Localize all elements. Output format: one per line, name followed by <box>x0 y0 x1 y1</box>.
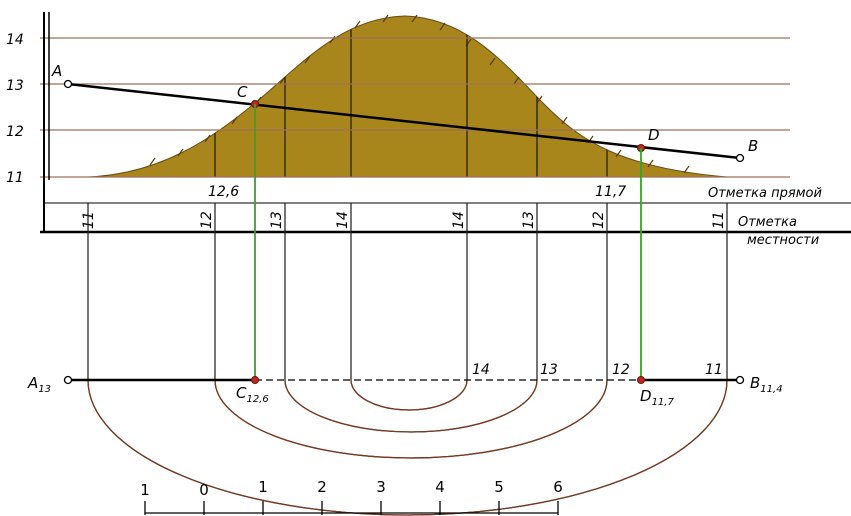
level-label-13: 13 <box>6 78 24 94</box>
scale-label: 1 <box>140 481 150 499</box>
point-c-label: C <box>237 83 248 101</box>
contour-11-arc <box>87 379 728 516</box>
point-b-marker <box>735 153 745 163</box>
terrain-tick: 14 <box>451 211 467 229</box>
plan-contour-label-12: 12 <box>612 362 630 378</box>
plan-label-a: A13 <box>27 374 51 395</box>
terrain-hatching <box>149 14 690 174</box>
point-b-label: B <box>748 137 758 155</box>
terrain-tick: 14 <box>335 211 351 229</box>
point-a-marker <box>63 79 73 89</box>
contour-13-arc <box>284 379 538 433</box>
contour-12-arc <box>214 379 608 459</box>
level-label-12: 12 <box>6 124 24 140</box>
plan-contour-label-14: 14 <box>472 362 490 378</box>
plan-view: A13 B11,4 C12,6 D11,7 14 13 12 11 <box>27 104 783 516</box>
terrain-tick: 13 <box>269 211 285 229</box>
level-label-14: 14 <box>6 32 24 48</box>
profile-mark-c: 12,6 <box>208 184 239 200</box>
contour-14 <box>350 203 468 411</box>
point-d-label: D <box>648 126 660 144</box>
row-caption-terrain-mark: Отметка <box>738 215 797 230</box>
plan-contour-label-11: 11 <box>705 362 723 378</box>
line-ab-profile <box>67 82 741 160</box>
terrain-tick: 11 <box>711 211 727 229</box>
plan-label-d: D11,7 <box>640 387 674 408</box>
contour-11 <box>87 203 728 516</box>
scale-label: 3 <box>376 478 386 496</box>
point-a-label: A <box>51 62 62 80</box>
scale-label: 0 <box>199 481 209 499</box>
level-label-11: 11 <box>6 170 24 186</box>
linear-scale: 1 0 1 2 3 4 5 6 <box>140 478 563 515</box>
scale-label: 2 <box>317 478 327 496</box>
row-caption-terrain-mark-2: местности <box>747 233 819 248</box>
plan-point-d-marker <box>637 376 645 384</box>
row-caption-line-mark: Отметка прямой <box>708 186 822 201</box>
contour-12 <box>214 203 608 459</box>
plan-label-c: C12,6 <box>236 384 269 405</box>
profile-mark-d: 11,7 <box>595 184 626 200</box>
terrain-tick: 13 <box>521 211 537 229</box>
marks-table: 12,6 11,7 Отметка прямой Отметка местнос… <box>40 184 851 248</box>
level-lines <box>40 37 790 178</box>
terrain-tick: 11 <box>81 211 97 229</box>
scale-label: 4 <box>435 478 445 496</box>
scale-label: 1 <box>258 478 268 496</box>
contour-13 <box>284 203 538 433</box>
plan-point-c-marker <box>251 376 259 384</box>
terrain-tick: 12 <box>591 211 607 229</box>
contour-14-arc <box>350 379 468 411</box>
profile-section: 14 13 12 11 A B C D <box>6 12 790 232</box>
plan-point-a-marker <box>63 375 73 385</box>
scale-label: 6 <box>553 478 563 496</box>
scale-label: 5 <box>494 478 504 496</box>
plan-point-b-marker <box>735 375 745 385</box>
plan-label-b: B11,4 <box>750 374 783 395</box>
terrain-tick: 12 <box>199 211 215 229</box>
plan-contour-label-13: 13 <box>540 362 558 378</box>
